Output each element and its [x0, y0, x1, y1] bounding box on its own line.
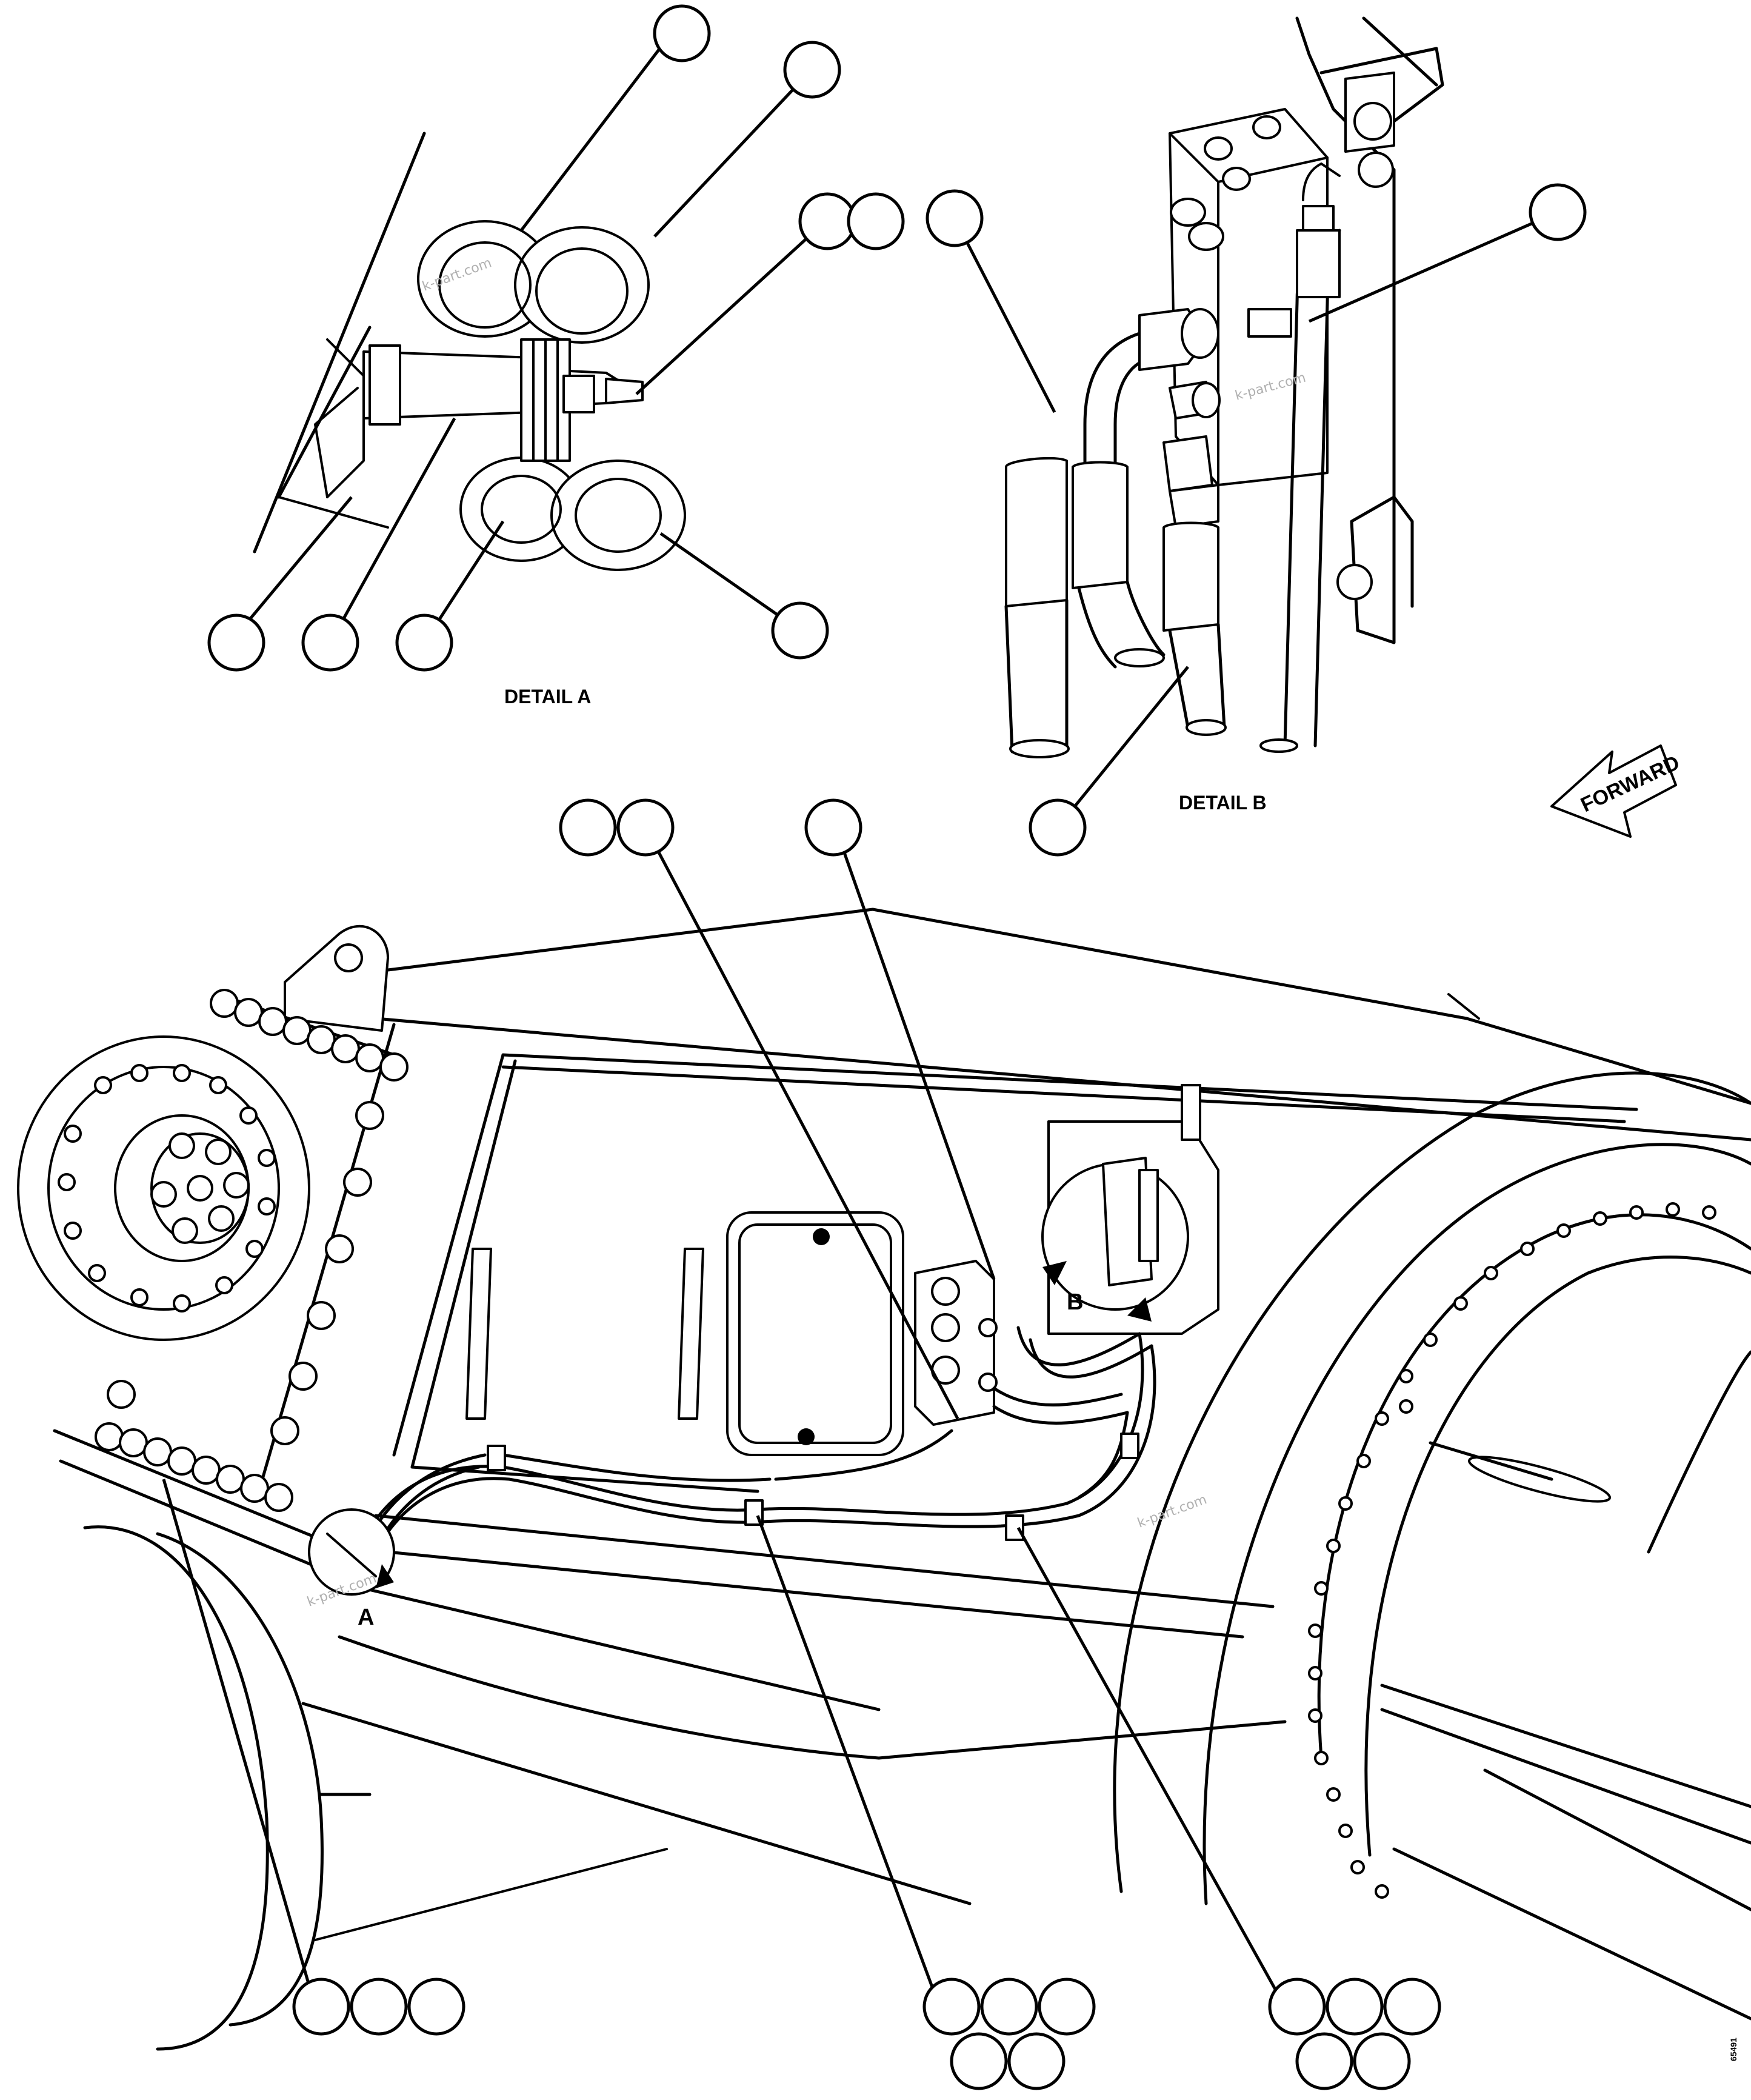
callout-balloon: [1353, 2032, 1411, 2090]
view-a-label: A: [358, 1605, 374, 1630]
callout-balloon: [350, 1978, 408, 2036]
main-view-drawing: B A k-part.com k-part.com: [17, 908, 1751, 2051]
callout-balloon: [395, 614, 453, 672]
wheel-hub: [17, 1035, 310, 1341]
view-b-label: B: [1067, 1289, 1083, 1315]
callout-balloon: [616, 798, 675, 857]
callout-balloon: [1383, 1978, 1441, 2036]
callout-balloon: [1529, 183, 1587, 241]
callout-balloon: [950, 2032, 1008, 2090]
watermark-text: k-part.com: [1136, 1492, 1209, 1531]
detail-b-label: DETAIL B: [1179, 792, 1267, 814]
callout-balloon: [1326, 1978, 1384, 2036]
callout-balloon: [653, 4, 711, 62]
callout-balloon: [847, 192, 905, 250]
callout-balloon: [559, 798, 617, 857]
callout-balloon: [804, 798, 862, 857]
callout-balloon: [798, 192, 856, 250]
callout-balloon: [292, 1978, 350, 2036]
callout-circles: [207, 4, 1587, 2090]
callout-balloon: [301, 614, 359, 672]
bolt-row-bottom: [53, 1380, 353, 1578]
callout-balloon: [207, 614, 265, 672]
detail-a-label: DETAIL A: [504, 686, 591, 707]
right-drum: [1113, 1071, 1751, 2021]
callout-balloon: [1268, 1978, 1326, 2036]
callout-balloon: [771, 601, 829, 660]
callout-balloon: [926, 189, 984, 247]
callout-balloon: [1007, 2032, 1066, 2090]
callout-balloon: [1029, 798, 1087, 857]
callout-balloon: [407, 1978, 465, 2036]
detail-a-drawing: k-part.com: [253, 132, 686, 571]
callout-balloon: [922, 1978, 981, 2036]
callout-balloon: [1038, 1978, 1096, 2036]
forward-arrow: FORWARD: [1550, 744, 1683, 838]
callout-balloon: [1295, 2032, 1353, 2090]
detail-b-drawing: k-part.com: [1004, 16, 1444, 758]
callout-balloon: [980, 1978, 1038, 2036]
bolt-row-top: [210, 989, 409, 1445]
callout-balloon: [783, 41, 841, 99]
drawing-number: 65491: [1729, 2038, 1738, 2061]
leader-lines: [162, 38, 1559, 2008]
